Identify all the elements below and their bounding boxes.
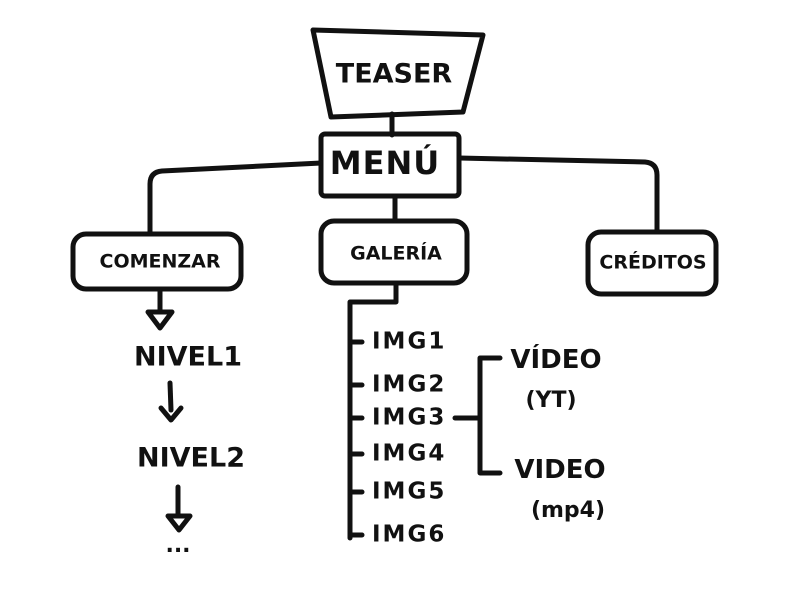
- video-yt-title: VÍDEO: [510, 345, 602, 375]
- nivel1-label: NIVEL1: [134, 341, 242, 373]
- galeria-item-img1: IMG1: [372, 328, 447, 355]
- creditos-node-label: CRÉDITOS: [599, 251, 707, 274]
- continuation-ellipsis: ...: [165, 533, 191, 558]
- teaser-node-label: TEASER: [335, 58, 453, 90]
- comenzar-arrow-head: [145, 309, 175, 331]
- menu-node-label: MENÚ: [329, 144, 441, 182]
- galeria-item-img2: IMG2: [372, 371, 447, 398]
- video-bracket: [477, 355, 503, 476]
- galeria-item-img3: IMG3: [372, 404, 447, 431]
- nivel2-arrow-head: [165, 513, 193, 533]
- nivel2-label: NIVEL2: [137, 442, 245, 474]
- galeria-item-img4: IMG4: [372, 440, 447, 467]
- menu-comenzar-connector: [147, 160, 324, 237]
- menu-creditos-connector: [456, 155, 660, 235]
- comenzar-node-label: COMENZAR: [99, 250, 221, 273]
- teaser-box: [310, 27, 486, 120]
- nivel1-arrow-shaft: [167, 380, 174, 413]
- comenzar-box: [70, 231, 244, 292]
- galeria-item-img6: IMG6: [372, 521, 447, 548]
- video-yt-source: (YT): [525, 388, 577, 413]
- nivel1-arrow-head: [158, 405, 184, 423]
- video-mp4-title: VIDEO: [514, 455, 606, 485]
- creditos-box: [585, 229, 719, 297]
- galeria-item-img5: IMG5: [372, 478, 447, 505]
- video-mp4-source: (mp4): [530, 498, 606, 523]
- galeria-node-label: GALERÍA: [350, 242, 442, 265]
